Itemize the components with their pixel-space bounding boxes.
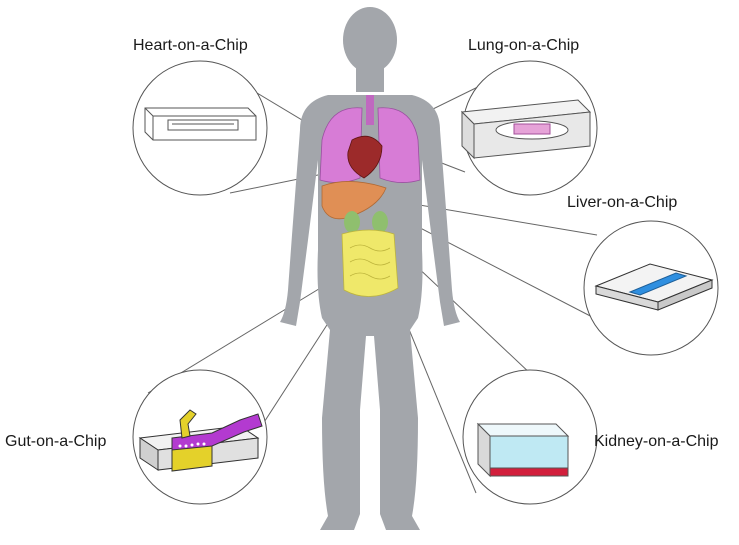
kidney-chip-icon: [476, 422, 570, 478]
lung-chip-icon: [460, 99, 592, 160]
gut-chip-icon: [138, 409, 263, 472]
kidney-chip-label: Kidney-on-a-Chip: [594, 433, 719, 450]
intestines-icon: [341, 229, 399, 297]
heart-chip-icon: [144, 107, 257, 141]
liver-chip-icon: [594, 263, 714, 311]
lung-chip-label: Lung-on-a-Chip: [468, 37, 580, 54]
gut-chip-label: Gut-on-a-Chip: [5, 433, 107, 450]
head: [343, 7, 397, 73]
liver-icon: [321, 181, 387, 220]
heart-chip-circle: [132, 60, 268, 196]
heart-icon: [347, 135, 383, 179]
neck: [356, 64, 384, 92]
liver-chip-label: Liver-on-a-Chip: [567, 194, 678, 211]
kidneys-icon: [344, 211, 388, 233]
heart-chip-label: Heart-on-a-Chip: [133, 37, 248, 54]
